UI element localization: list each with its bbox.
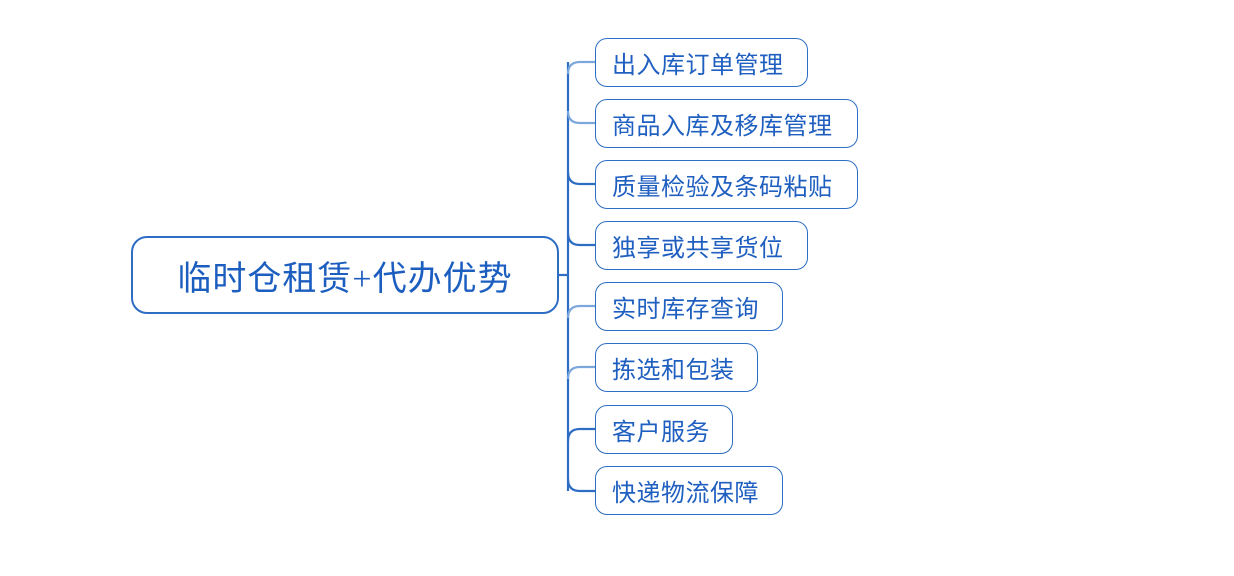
child-node-3-label: 质量检验及条码粘贴 bbox=[612, 175, 833, 201]
root-node-label: 临时仓租赁+代办优势 bbox=[177, 260, 513, 298]
child-node-4-label: 独享或共享货位 bbox=[612, 236, 784, 262]
child-node-7[interactable]: 客户服务 bbox=[595, 405, 733, 454]
connector-branch-4 bbox=[566, 232, 595, 247]
child-node-4[interactable]: 独享或共享货位 bbox=[595, 221, 808, 270]
connector-branch-7 bbox=[566, 427, 595, 442]
child-node-2-label: 商品入库及移库管理 bbox=[612, 114, 833, 140]
child-node-7-label: 客户服务 bbox=[612, 420, 710, 446]
connector-branch-2 bbox=[566, 110, 595, 125]
child-node-3[interactable]: 质量检验及条码粘贴 bbox=[595, 160, 858, 209]
child-node-1[interactable]: 出入库订单管理 bbox=[595, 38, 808, 87]
child-node-6[interactable]: 拣选和包装 bbox=[595, 343, 758, 392]
child-node-8-label: 快递物流保障 bbox=[612, 481, 759, 507]
connector-branch-8 bbox=[566, 478, 595, 493]
child-node-6-label: 拣选和包装 bbox=[612, 358, 735, 384]
child-node-5[interactable]: 实时库存查询 bbox=[595, 282, 783, 331]
connector-branch-5 bbox=[566, 304, 595, 319]
connector-branch-6 bbox=[566, 365, 595, 380]
root-node[interactable]: 临时仓租赁+代办优势 bbox=[131, 236, 559, 314]
child-node-8[interactable]: 快递物流保障 bbox=[595, 466, 783, 515]
child-node-1-label: 出入库订单管理 bbox=[612, 53, 784, 79]
child-node-5-label: 实时库存查询 bbox=[612, 297, 759, 323]
connector-branch-1 bbox=[566, 60, 595, 75]
child-node-2[interactable]: 商品入库及移库管理 bbox=[595, 99, 858, 148]
connector-branch-3 bbox=[566, 171, 595, 186]
